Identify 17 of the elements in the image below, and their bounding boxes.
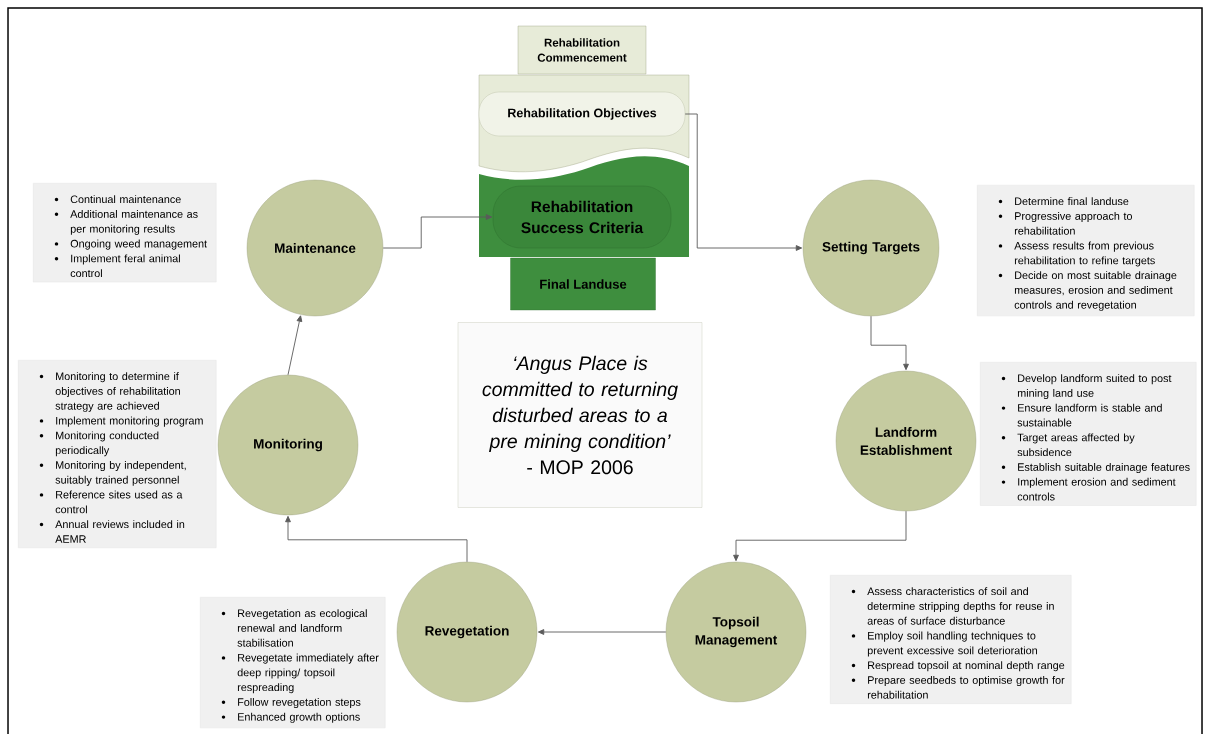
arrow — [684, 113, 803, 251]
arrow — [870, 315, 909, 371]
bullet-list-box: Monitoring to determine if objectives of rehabilitation strategy are achieved Implement monitoring program Monitoring conducted periodically Monitoring by independent, suitably trained personnel Reference sites used as a control Annual reviews included in AEMR — [18, 360, 217, 548]
node-label: Rehabilitation Success Criteria — [521, 200, 644, 234]
bullet-list-box: Determine final landuse Progressive approach to rehabilitation Assess results from previous rehabilitation to refine targets Decide on most suitable drainage measures, erosion and sediment controls and revegetation — [977, 185, 1195, 317]
bullet-list-box: Develop landform suited to post mining land use Ensure landform is stable and sustainable Target areas affected by subsidence Establish suitable drainage features Implement erosion and sediment controls — [980, 362, 1197, 506]
bullet-list-box: Revegetation as ecological renewal and landform stabilisation Revegetate immediately after deep ripping/ topsoil respreading Follow revegetation steps Enhanced growth options — [200, 597, 386, 729]
bullet-list-box: Continual maintenance Additional maintenance as per monitoring results Ongoing weed management Implement feral animal control — [33, 183, 217, 283]
arrow — [287, 315, 303, 376]
quote-box: ‘Angus Place is committed to returning disturbed areas to a pre mining condition’ - MOP 2006 — [457, 322, 703, 508]
arrow — [733, 510, 907, 562]
bullet-list-box: Assess characteristics of soil and determine stripping depths for reuse in areas of surface disturbance Employ soil handling techniques to prevent excessive soil deterioration Respread topsoil at nominal depth range Prepare seedbeds to optimise growth for rehabilitation — [830, 575, 1072, 704]
arrow — [537, 629, 667, 635]
landuse-box: Final Landuse — [510, 257, 656, 311]
arrow — [285, 515, 468, 563]
stage-box: Rehabilitation Commencement — [517, 25, 647, 75]
arrow — [382, 214, 493, 249]
